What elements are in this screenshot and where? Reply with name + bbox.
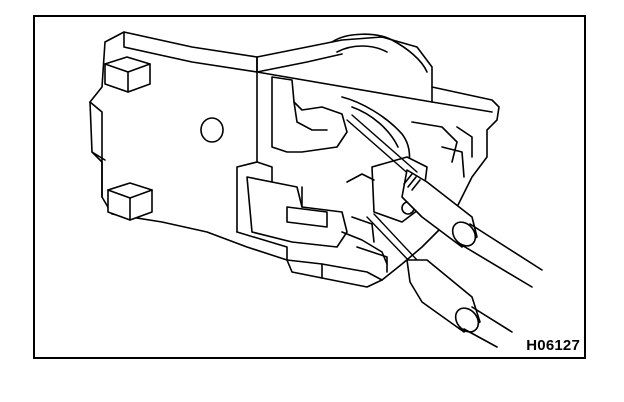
lower-left-tab [107,182,153,221]
upper-rod-connector [346,114,543,288]
figure-frame: H06127 [33,15,586,359]
figure-code-label: H06127 [526,337,580,354]
lower-rod-connector [366,213,513,348]
door-handle-mechanism-illustration [89,31,543,348]
housing-lower-edge [286,246,388,281]
lower-cavity [246,176,388,265]
handle-housing [89,31,500,288]
upper-left-tab [104,56,151,93]
